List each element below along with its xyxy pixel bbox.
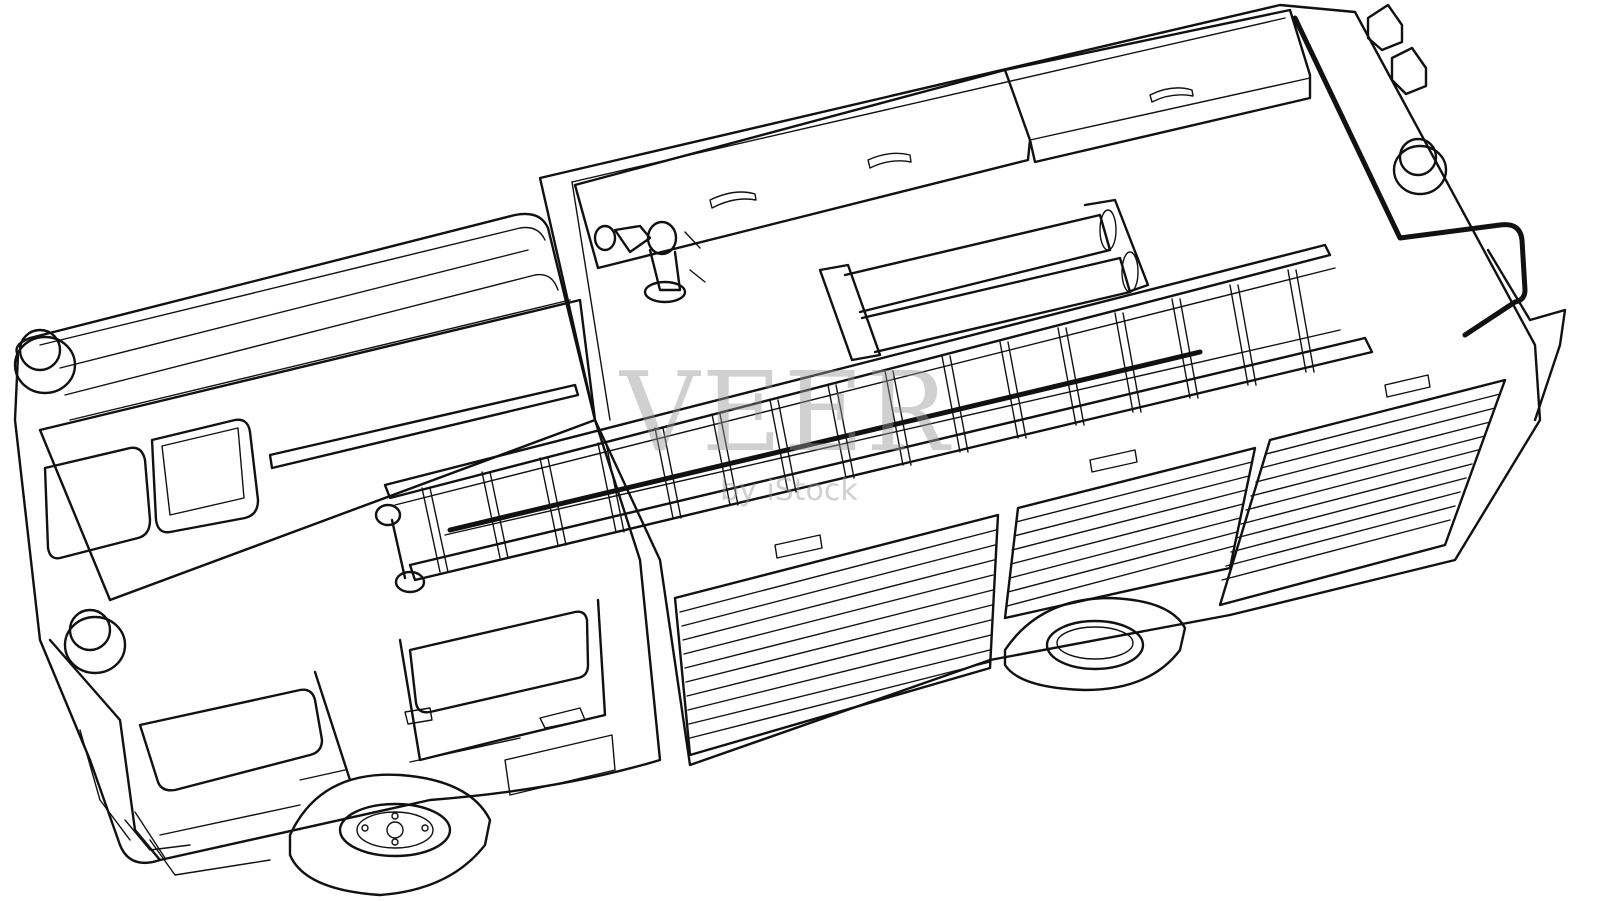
front-wheel — [288, 773, 492, 897]
side-shutters — [673, 378, 1507, 757]
watermark-tagline: by iStock — [720, 473, 858, 508]
watermark: VEER by iStock — [618, 348, 952, 508]
watermark-brand: VEER — [618, 348, 952, 476]
wheels — [288, 596, 1187, 897]
truck-body — [538, 3, 1567, 767]
roof-beacons — [13, 3, 1448, 675]
rear-lamps — [1366, 3, 1428, 96]
beacon-front-left — [13, 328, 77, 395]
rear-wheel — [1003, 596, 1187, 692]
hose-roll — [818, 198, 1150, 362]
water-monitor — [593, 220, 706, 304]
beacon-front-right — [63, 608, 127, 675]
roof-ladder — [374, 243, 1374, 594]
beacon-rear — [1392, 137, 1448, 196]
